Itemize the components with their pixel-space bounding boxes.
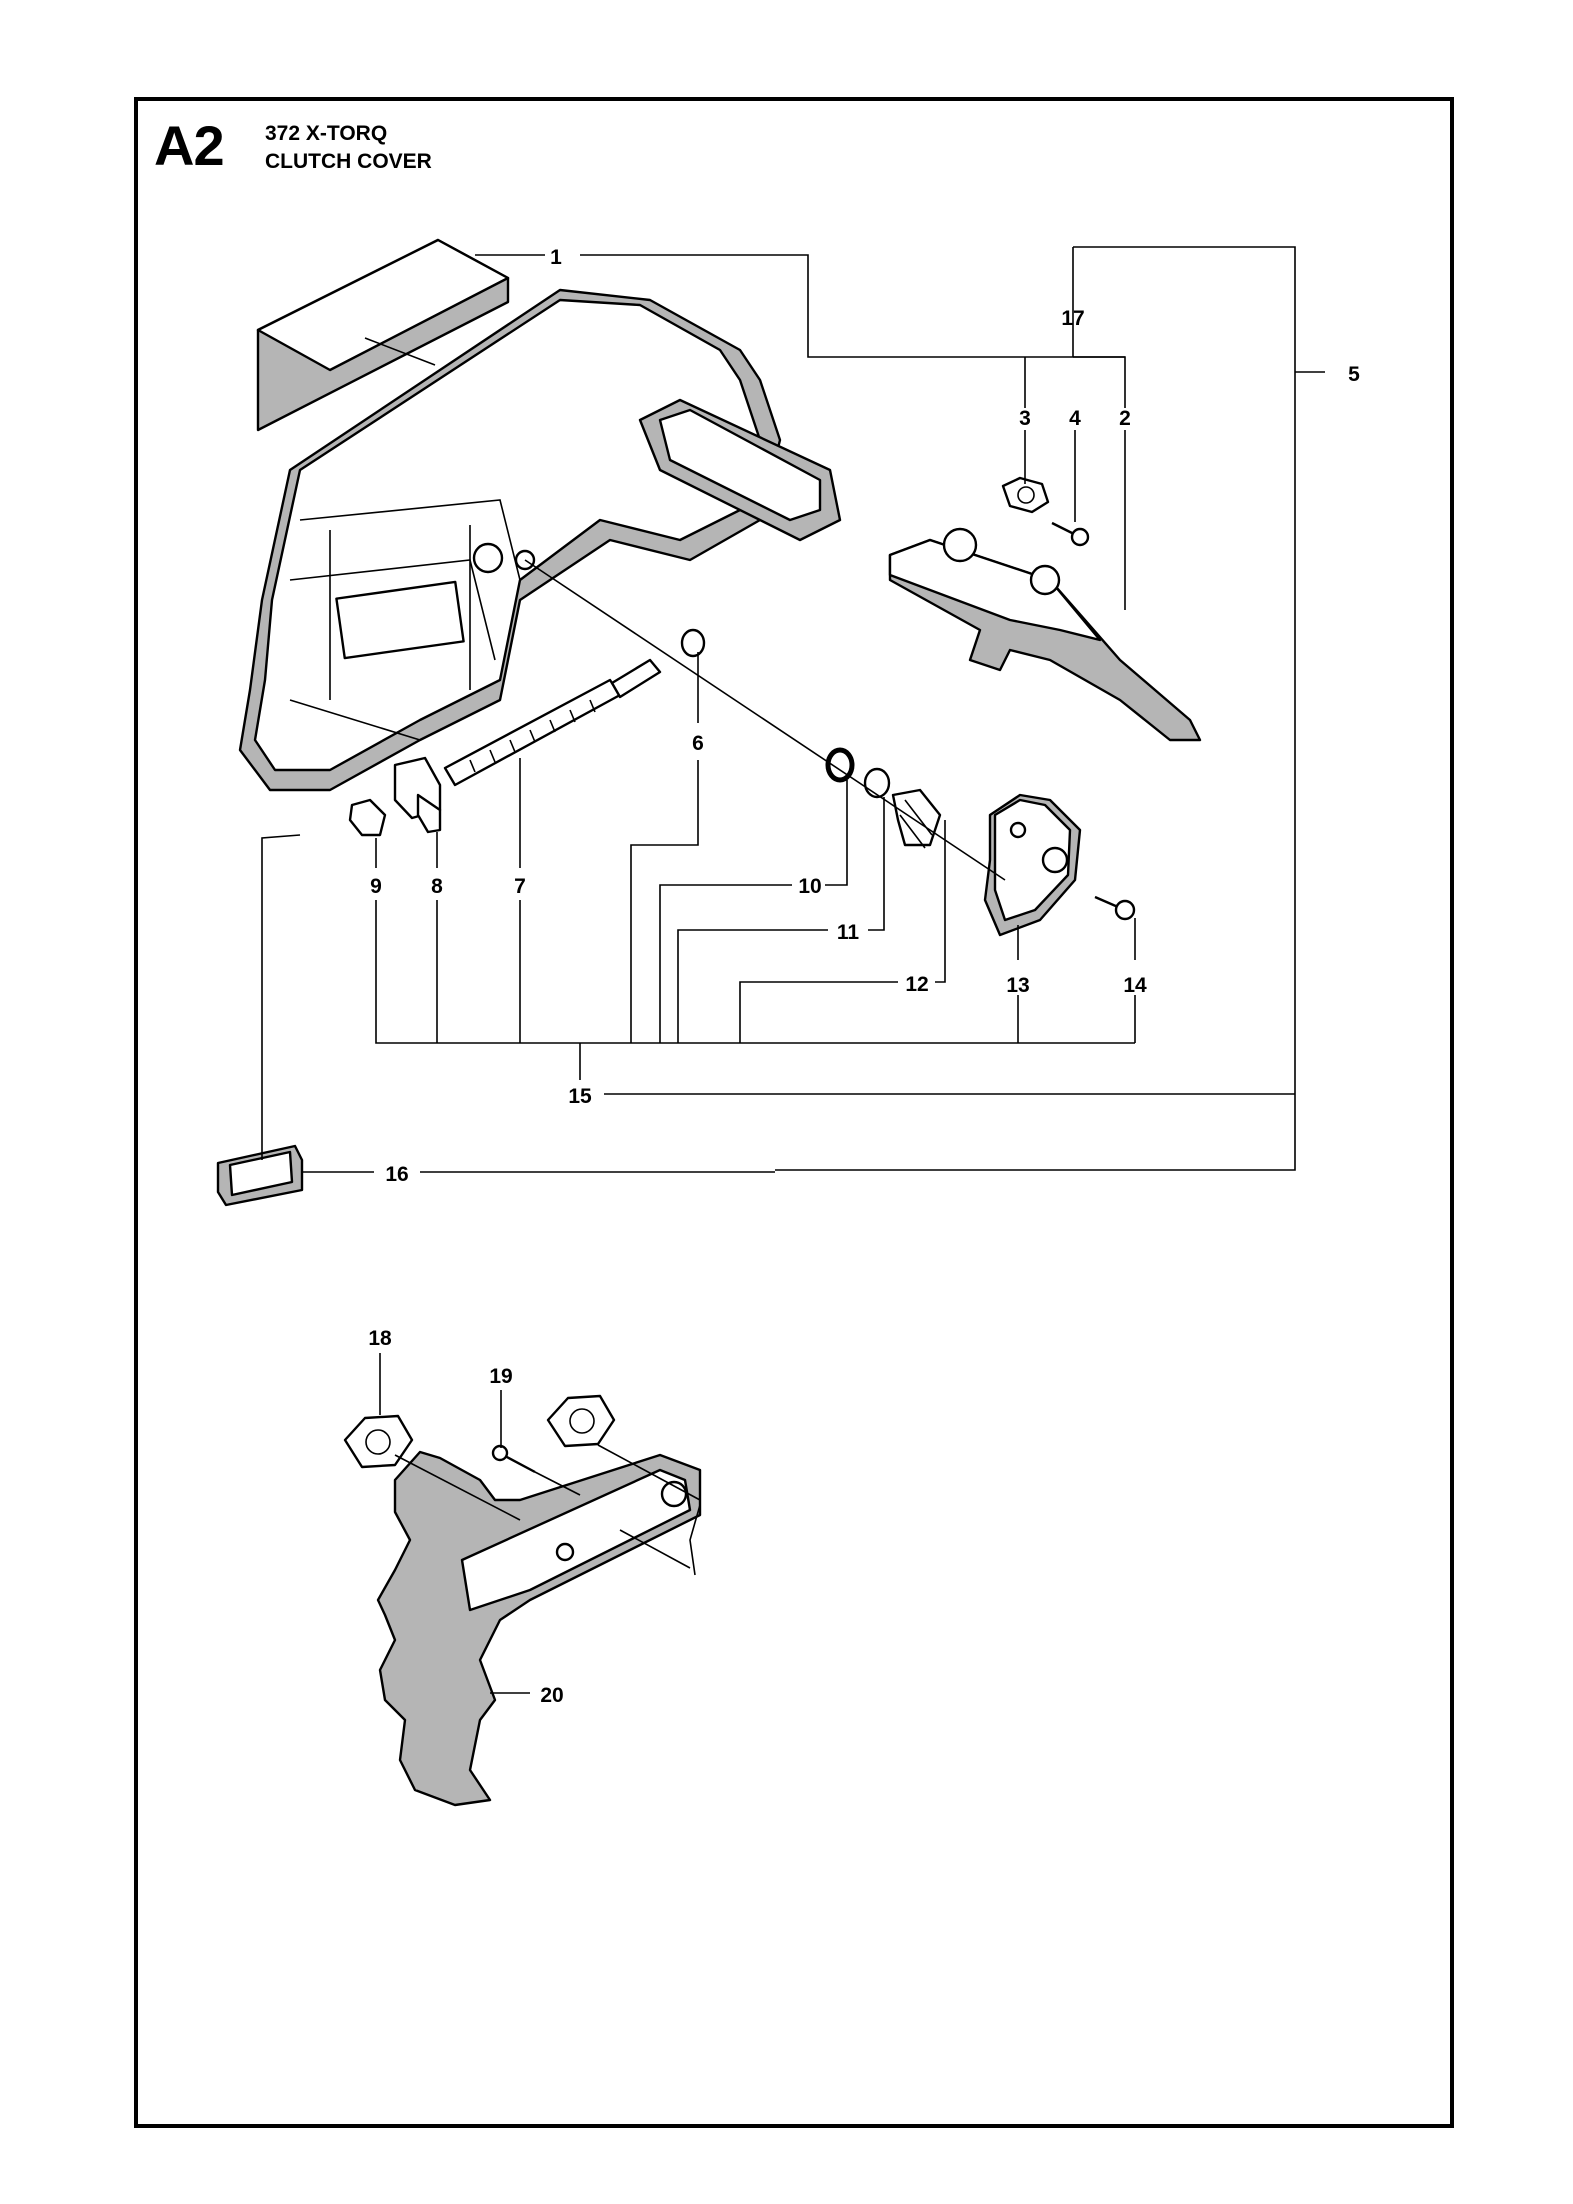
section-title: CLUTCH COVER (265, 150, 432, 173)
part-pad-16 (216, 1144, 304, 1207)
callout-numbers: 1 2 3 4 5 6 7 8 9 10 11 12 13 14 15 16 1… (368, 246, 1360, 1707)
part-nut-3 (1001, 476, 1050, 514)
callout-5: 5 (1348, 363, 1360, 386)
part-o-ring-10 (825, 747, 855, 783)
leader-lines (261, 246, 1325, 1694)
callout-14: 14 (1123, 974, 1147, 997)
part-gear-12 (891, 788, 942, 849)
page-frame (134, 97, 1454, 2128)
callout-16: 16 (385, 1163, 408, 1186)
callout-12: 12 (905, 973, 928, 996)
callout-18: 18 (368, 1327, 392, 1350)
part-clutch-cover (238, 288, 842, 792)
callout-3: 3 (1019, 407, 1031, 430)
callout-15: 15 (568, 1085, 592, 1108)
callout-11: 11 (837, 921, 860, 944)
part-nut-18b (546, 1394, 616, 1448)
part-adjuster-nut-8 (393, 756, 442, 834)
callout-7: 7 (514, 875, 526, 898)
callout-13: 13 (1006, 974, 1029, 997)
callout-6: 6 (692, 732, 704, 755)
part-nut-18 (343, 1414, 414, 1469)
callout-20: 20 (540, 1684, 563, 1707)
callout-1: 1 (550, 246, 562, 269)
model-title: 372 X-TORQ (265, 122, 388, 145)
part-bumper-spike-20 (376, 1450, 702, 1807)
section-code: A2 (154, 114, 225, 177)
part-washer-6 (680, 628, 706, 658)
callout-2: 2 (1119, 407, 1131, 430)
callout-8: 8 (431, 875, 443, 898)
part-tensioner-screw-7 (443, 658, 662, 787)
callout-4: 4 (1069, 407, 1081, 430)
callout-17: 17 (1061, 307, 1084, 330)
part-block-9 (348, 798, 387, 837)
part-washer-11 (863, 767, 891, 799)
part-decal (256, 238, 510, 432)
callout-19: 19 (489, 1365, 512, 1388)
callout-9: 9 (370, 875, 382, 898)
callout-10: 10 (798, 875, 821, 898)
part-chain-catcher (888, 527, 1202, 742)
part-screw-14 (1094, 895, 1136, 921)
part-screw-19 (491, 1444, 536, 1474)
part-screw-4 (1051, 521, 1090, 547)
part-side-plate-13 (983, 793, 1082, 937)
